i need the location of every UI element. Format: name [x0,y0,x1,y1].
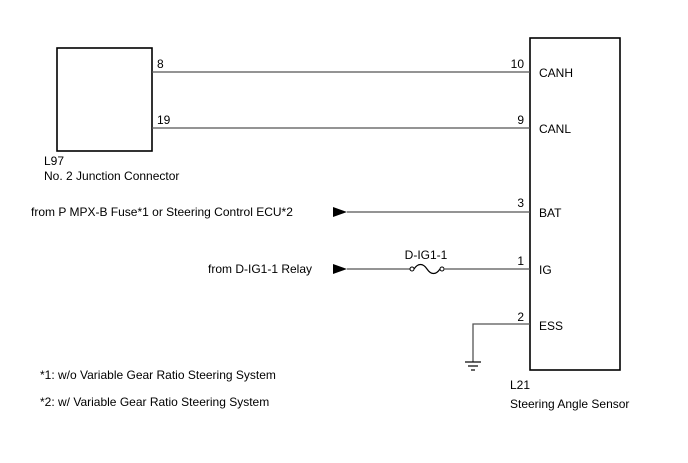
bat-arrow-icon [333,207,347,217]
sensor-pin-label-canl: CANL [539,122,571,136]
junction-connector-code: L97 [44,154,64,168]
sensor-pin-number-ig: 1 [517,254,524,268]
steering-angle-sensor-box [529,37,621,371]
ground-icon [465,361,481,371]
junction-connector-box [56,47,153,152]
sensor-pin-number-canl: 9 [517,113,524,127]
junction-pin-8: 8 [157,57,164,71]
ig-arrow-icon [333,264,347,274]
bat-source-label: from P MPX-B Fuse*1 or Steering Control … [31,205,293,219]
sensor-pin-label-canh: CANH [539,66,573,80]
fuse-icon [409,263,445,275]
fuse-label: D-IG1-1 [405,248,448,262]
ig-source-label: from D-IG1-1 Relay [208,262,312,276]
sensor-name: Steering Angle Sensor [510,397,629,411]
junction-connector-name: No. 2 Junction Connector [44,169,179,183]
ess-ground-wire [472,323,530,362]
footnote-1: *1: w/o Variable Gear Ratio Steering Sys… [40,368,276,382]
sensor-code: L21 [510,378,530,392]
junction-pin-19: 19 [157,113,171,127]
sensor-pin-label-ig: IG [539,263,552,277]
sensor-pin-number-bat: 3 [517,196,524,210]
sensor-pin-number-ess: 2 [517,310,524,324]
sensor-pin-label-ess: ESS [539,319,563,333]
sensor-pin-number-canh: 10 [511,57,525,71]
sensor-pin-label-bat: BAT [539,206,562,220]
footnote-2: *2: w/ Variable Gear Ratio Steering Syst… [40,395,269,409]
